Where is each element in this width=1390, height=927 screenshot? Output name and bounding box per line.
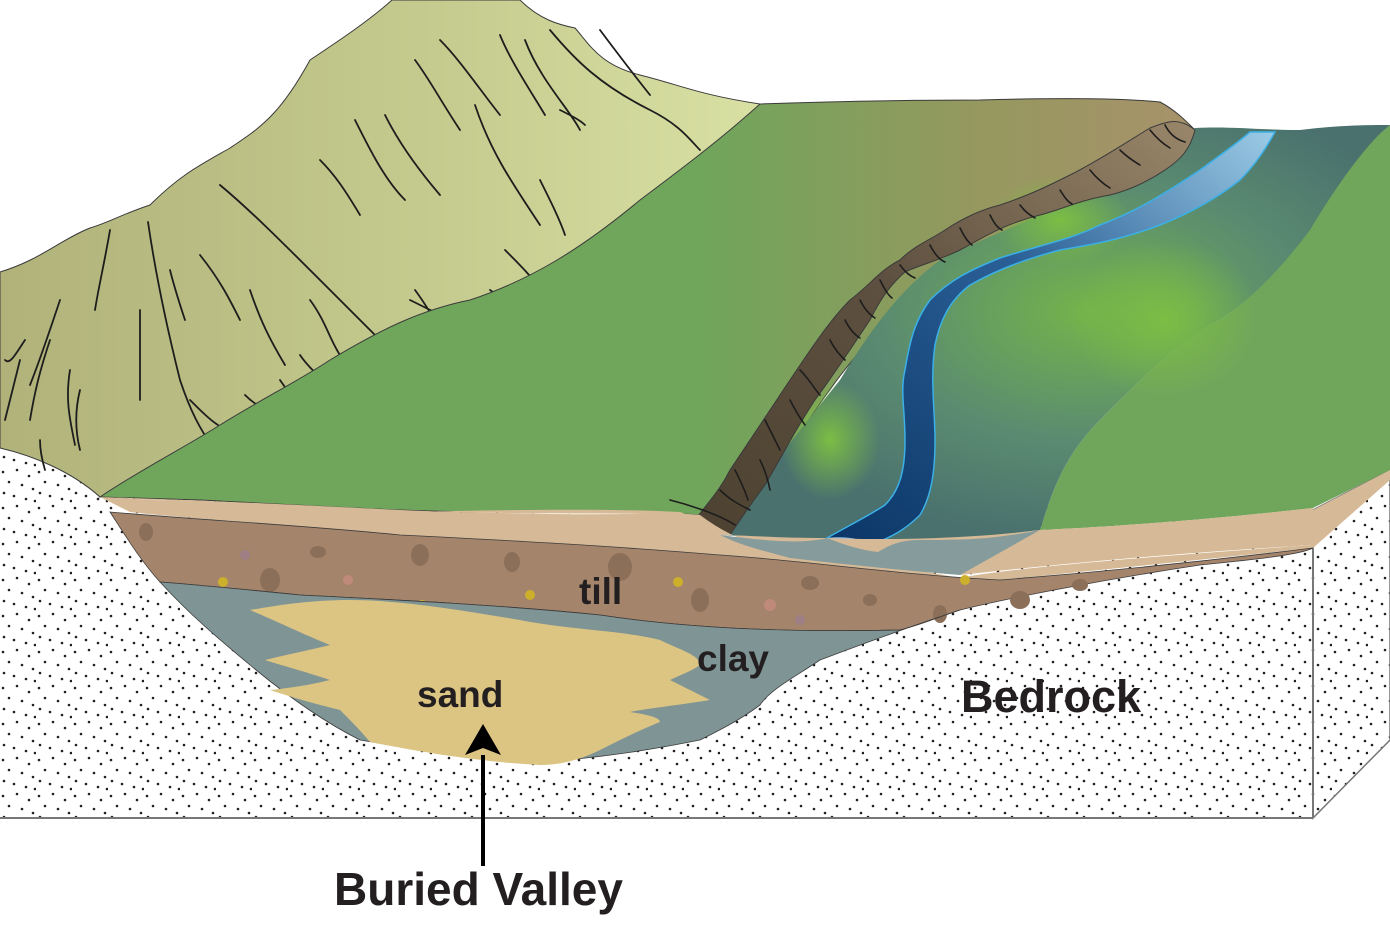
topsoil-layer [100, 497, 1313, 575]
sand-lens [250, 600, 710, 765]
river [824, 131, 1277, 546]
label-buried-valley: Buried Valley [334, 863, 623, 915]
label-bedrock: Bedrock [961, 671, 1142, 722]
label-clay: clay [697, 638, 770, 679]
valley-green-glow-1 [1070, 240, 1260, 400]
buried-valley-arrow [465, 724, 501, 866]
clay-river-sliver [720, 530, 1040, 575]
label-till: till [579, 571, 623, 612]
label-sand: sand [417, 674, 504, 715]
valley-floor [720, 125, 1390, 540]
bluff-hachures [669, 124, 1186, 526]
topsoil-band [100, 470, 1390, 580]
